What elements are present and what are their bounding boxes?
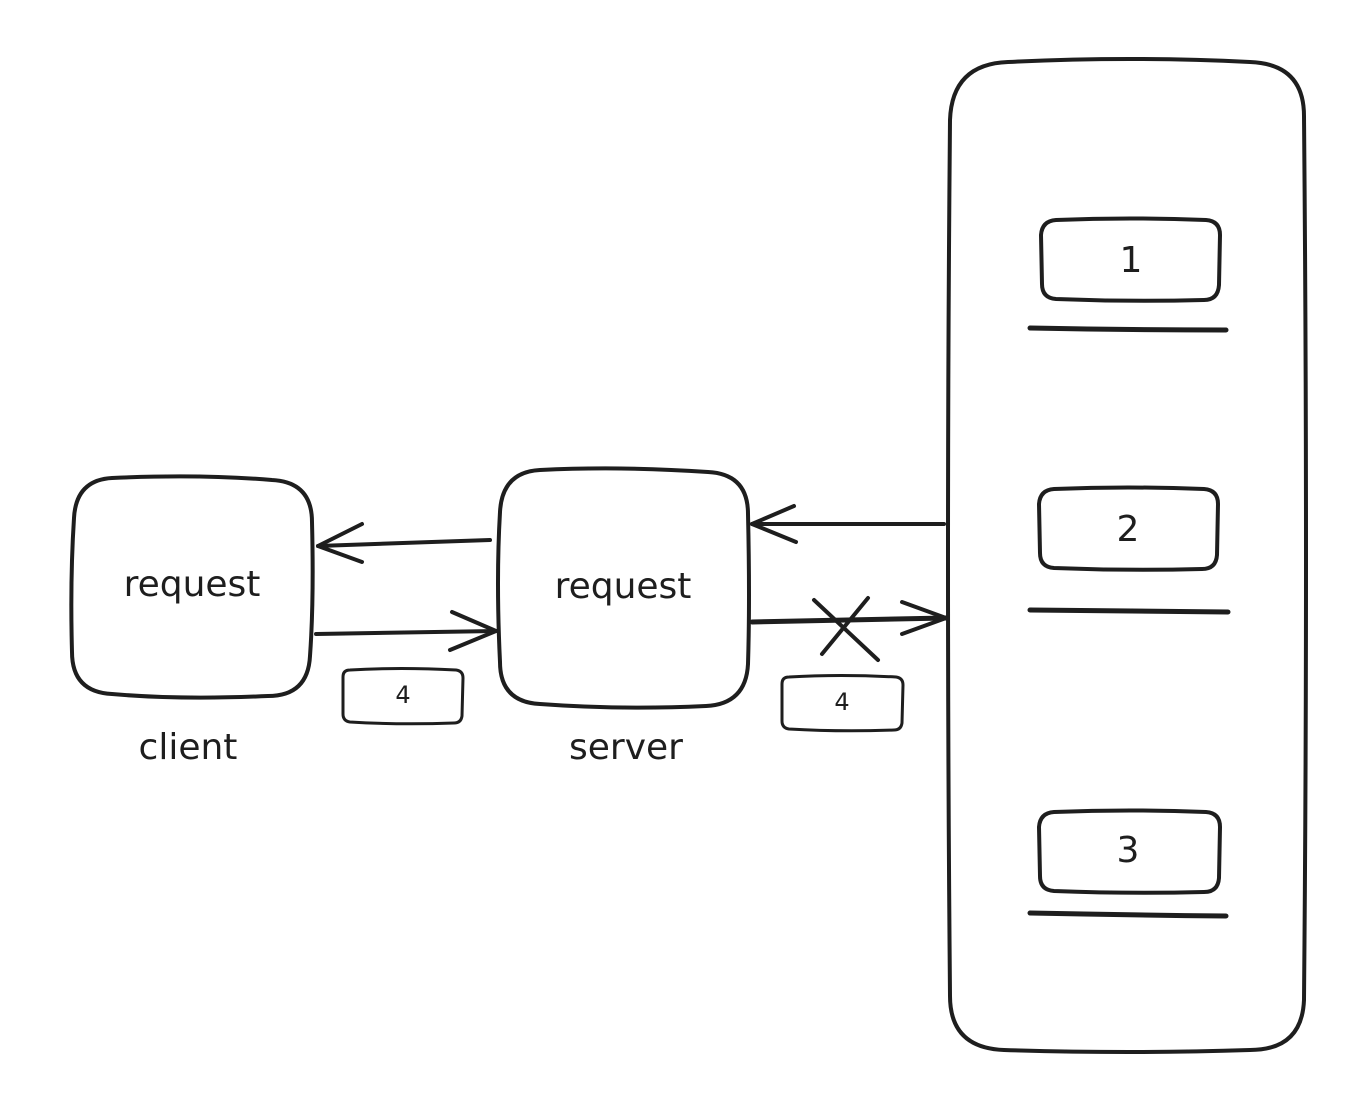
store-item-1[interactable]: 1	[1039, 216, 1222, 303]
arrow-server-to-client	[316, 522, 492, 564]
server-store-payload-box[interactable]: 4	[780, 674, 905, 733]
store-item-3-label: 3	[1117, 830, 1140, 871]
arrow-client-to-server	[314, 610, 498, 652]
server-node[interactable]: request	[496, 466, 751, 710]
store-item-3-underline	[1027, 910, 1229, 919]
client-server-payload-label: 4	[395, 681, 410, 709]
store-item-2[interactable]: 2	[1037, 485, 1220, 572]
client-box-label: request	[124, 564, 261, 605]
store-item-3[interactable]: 3	[1037, 808, 1222, 895]
server-caption: server	[569, 727, 683, 768]
client-node[interactable]: request	[69, 474, 315, 700]
store-item-1-underline	[1027, 325, 1229, 333]
store-item-1-label: 1	[1120, 240, 1143, 281]
client-server-payload-box[interactable]: 4	[341, 667, 465, 726]
client-caption: client	[139, 727, 238, 768]
arrow-store-to-server	[750, 504, 946, 544]
server-box-label: request	[555, 566, 692, 607]
blocked-cross-icon	[812, 596, 880, 662]
store-item-2-underline	[1027, 607, 1231, 615]
store-item-2-label: 2	[1117, 509, 1140, 550]
server-store-payload-label: 4	[834, 688, 849, 716]
